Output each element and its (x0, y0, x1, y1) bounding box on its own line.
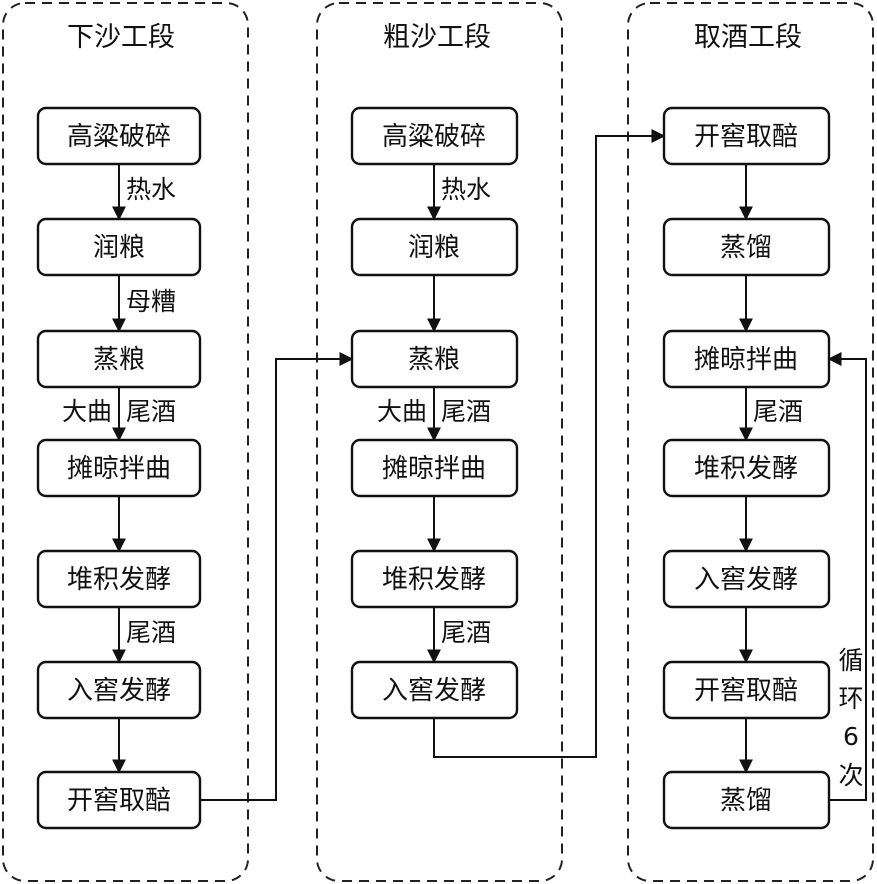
input-annotation: 尾酒 (441, 618, 491, 647)
node-label: 摊晾拌曲 (67, 454, 171, 484)
node-label: 润粮 (408, 233, 460, 263)
node-label: 高粱破碎 (67, 122, 171, 152)
node-label: 蒸粮 (93, 345, 145, 375)
process-node: 蒸馏 (662, 217, 831, 277)
node-label: 堆积发酵 (382, 565, 486, 595)
process-node: 入窖发酵 (36, 660, 202, 720)
process-node: 蒸馏 (662, 770, 831, 830)
stage-cusha: 粗沙工段 高粱破碎 润粮 蒸粮 摊晾拌曲 堆积发酵 入窖发酵 (316, 2, 563, 882)
node-label: 入窖发酵 (67, 676, 171, 706)
process-node: 摊晾拌曲 (662, 329, 831, 389)
node-label: 蒸馏 (720, 786, 772, 816)
process-node: 开窖取醅 (662, 660, 831, 720)
node-label: 堆积发酵 (694, 454, 798, 484)
node-label: 摊晾拌曲 (382, 454, 486, 484)
node-label: 摊晾拌曲 (694, 345, 798, 375)
stage-title: 粗沙工段 (383, 22, 491, 53)
loop-label-char: 次 (838, 761, 863, 790)
process-node: 开窖取醅 (662, 106, 831, 166)
stage-title: 下沙工段 (67, 22, 175, 53)
process-node: 开窖取醅 (36, 770, 202, 830)
node-label: 高粱破碎 (382, 122, 486, 152)
node-label: 开窖取醅 (694, 122, 798, 152)
process-node: 蒸粮 (350, 329, 519, 389)
input-annotation: 尾酒 (126, 618, 176, 647)
process-node: 摊晾拌曲 (36, 438, 202, 498)
stage-title: 取酒工段 (694, 22, 802, 53)
node-label: 开窖取醅 (694, 676, 798, 706)
node-label: 入窖发酵 (694, 565, 798, 595)
process-node: 高粱破碎 (350, 106, 519, 166)
loop-label-char: 环 (838, 684, 863, 713)
node-label: 润粮 (93, 233, 145, 263)
stage-qujiu: 取酒工段 开窖取醅 蒸馏 摊晾拌曲 堆积发酵 入窖发酵 开窖取醅 蒸馏 (627, 2, 874, 882)
process-node: 堆积发酵 (350, 549, 519, 609)
process-node: 润粮 (36, 217, 202, 277)
transfer-arrow-to-qujiu (433, 129, 666, 758)
stage-xiasha: 下沙工段 高粱破碎 润粮 蒸粮 摊晾拌曲 堆积发酵 入窖发酵 开窖取醅 (2, 2, 249, 882)
input-annotation: 热水 (441, 175, 491, 204)
process-node: 入窖发酵 (662, 549, 831, 609)
stage-frame (316, 2, 563, 882)
node-label: 开窖取醅 (67, 786, 171, 816)
loop-label-char: 6 (843, 722, 859, 751)
node-label: 蒸馏 (720, 233, 772, 263)
input-annotation: 大曲 (377, 397, 427, 426)
node-label: 蒸粮 (408, 345, 460, 375)
input-annotation: 母糟 (126, 287, 176, 316)
input-annotation: 尾酒 (126, 397, 176, 426)
process-node: 入窖发酵 (350, 660, 519, 720)
process-node: 高粱破碎 (36, 106, 202, 166)
stage-frame (627, 2, 874, 882)
stage-frame (2, 2, 249, 882)
input-annotation: 尾酒 (441, 397, 491, 426)
input-annotation: 大曲 (62, 397, 112, 426)
loop-label-char: 循 (838, 646, 863, 675)
process-node: 摊晾拌曲 (350, 438, 519, 498)
node-label: 堆积发酵 (67, 565, 171, 595)
process-node: 蒸粮 (36, 329, 202, 389)
input-annotation: 热水 (126, 175, 176, 204)
node-label: 入窖发酵 (382, 676, 486, 706)
process-node: 堆积发酵 (662, 438, 831, 498)
loop-back-arrow (827, 352, 867, 801)
transfer-arrow-to-cusha (200, 352, 354, 801)
process-node: 堆积发酵 (36, 549, 202, 609)
process-node: 润粮 (350, 217, 519, 277)
input-annotation: 尾酒 (753, 397, 803, 426)
